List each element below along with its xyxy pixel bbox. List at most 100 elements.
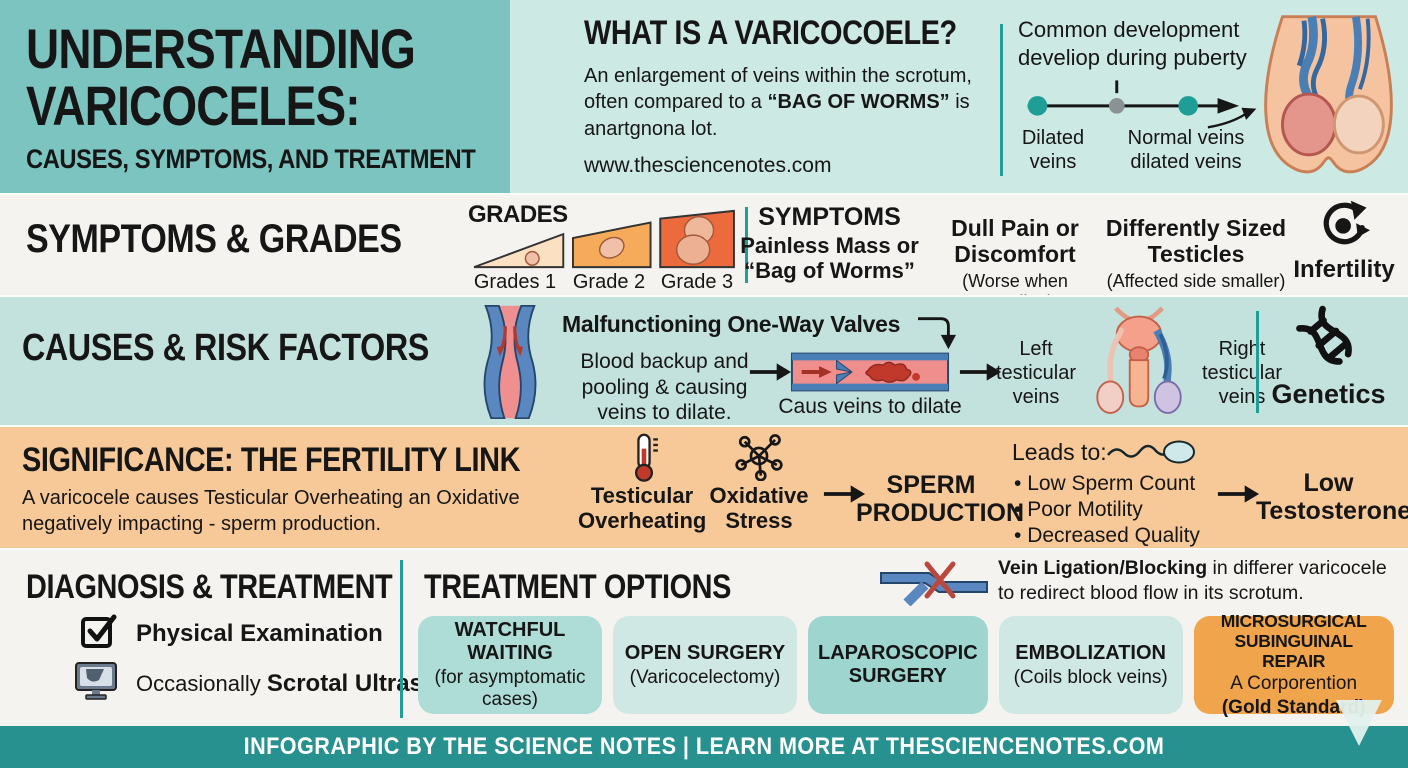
treatment-card-embolization: EMBOLIZATION (Coils block veins) xyxy=(998,616,1183,714)
card-title: WATCHFUL WAITING xyxy=(454,619,566,665)
curved-arrow-icon xyxy=(918,317,956,350)
footer-text: INFOGRAPHIC BY THE SCIENCE NOTES | LEARN… xyxy=(243,733,1165,760)
puberty-timeline xyxy=(1027,80,1240,116)
sperm-production-label: SPERM PRODUCTION xyxy=(856,471,1025,527)
dna-icon xyxy=(1296,305,1352,365)
significance-section: SIGNIFICANCE: THE FERTILITY LINK A varic… xyxy=(0,425,1408,548)
treatment-card-laparoscopic: LAPAROSCOPIC SURGERY xyxy=(808,616,988,714)
significance-description: A varicocele causes Testicular Overheati… xyxy=(22,487,520,535)
thermometer-icon xyxy=(634,433,658,482)
ligation-bold-text: Vein Ligation/Blocking xyxy=(998,557,1208,579)
molecule-icon xyxy=(735,434,783,481)
card-title: MICROSURGICAL SUBINGUINAL REPAIR xyxy=(1220,610,1367,672)
title-block: UNDERSTANDING VARICOCELES: CAUSES, SYMPT… xyxy=(0,0,510,193)
grade-label-1: Grades 1 xyxy=(473,271,557,293)
timeline-label-right: Normal veins dilated veins xyxy=(1127,127,1245,173)
leads-to-title: Leads to: xyxy=(1012,439,1107,465)
arrow-right-icon xyxy=(959,363,1002,381)
arrow-right-icon xyxy=(1217,485,1260,503)
arrow-right-icon xyxy=(749,363,792,381)
footer-bar: INFOGRAPHIC BY THE SCIENCE NOTES | LEARN… xyxy=(0,726,1408,768)
grade-label-2: Grade 2 xyxy=(572,271,646,293)
corner-triangle-decoration xyxy=(1336,700,1382,746)
causes-divider xyxy=(1256,311,1259,413)
what-is-description: An enlargement of veins within the scrot… xyxy=(584,63,1009,142)
diagnosis-heading: DIAGNOSIS & TREATMENT xyxy=(26,568,393,606)
symptom-col-1: SYMPTOMS Painless Mass or “Bag of Worms” xyxy=(737,203,922,284)
checkbox-icon xyxy=(81,614,117,648)
header-divider xyxy=(1000,24,1003,176)
website-url: www.thesciencenotes.com xyxy=(584,154,832,178)
low-testosterone-label: Low Testosterone xyxy=(1256,469,1408,525)
symptom-dull-pain: Dull Pain or Discomfort xyxy=(951,215,1079,268)
leads-item-2: Poor Motility xyxy=(1014,497,1200,523)
right-vein-label: Right testicular veins xyxy=(1201,338,1283,408)
symptoms-heading: SYMPTOMS & GRADES xyxy=(26,217,402,261)
grades-illustration xyxy=(473,209,735,269)
treatment-cards: WATCHFUL WAITING (for asymptomatic cases… xyxy=(418,611,1394,718)
significance-heading: SIGNIFICANCE: THE FERTILITY LINK xyxy=(22,441,521,479)
timeline-label-left: Dilated veins xyxy=(1021,127,1085,173)
symptom-infertility: Infertility xyxy=(1293,256,1395,283)
page-title-line2: VARICOCELES: xyxy=(26,74,361,138)
card-subtitle: (Varicocelectomy) xyxy=(629,666,781,688)
pointer-arrow-icon xyxy=(1207,107,1257,129)
arrow-right-icon xyxy=(823,485,866,503)
desc-text-end: is anartgnona lot. xyxy=(584,91,970,140)
symptoms-section: SYMPTOMS & GRADES GRADES Grades 1 Grade … xyxy=(0,193,1408,312)
page-title-line1: UNDERSTANDING xyxy=(26,17,416,80)
left-vein-label: Left testicular veins xyxy=(995,338,1077,408)
symptom-col-3: Differently Sized Testicles (Affected si… xyxy=(1098,215,1294,292)
what-is-block: WHAT IS A VARICOCOELE? An enlargement of… xyxy=(584,14,1014,178)
grades-title: GRADES xyxy=(468,201,568,228)
treatment-card-open-surgery: OPEN SURGERY (Varicocelectomy) xyxy=(613,616,797,714)
symptom-sized-testicles-note: (Affected side smaller) xyxy=(1106,270,1286,291)
leads-item-1: Low Sperm Count xyxy=(1014,471,1200,497)
symptom-painless-mass: Painless Mass or “Bag of Worms” xyxy=(740,232,919,284)
scrotum-illustration xyxy=(1264,15,1393,174)
vein-valve-diagram xyxy=(790,352,950,392)
card-subtitle: A Corporention xyxy=(1230,673,1358,695)
puberty-caption: Common development develiop during puber… xyxy=(1018,17,1247,70)
valves-title: Malfunctioning One-Way Valves xyxy=(562,311,901,337)
page-subtitle: CAUSES, SYMPTOMS, AND TREATMENT xyxy=(26,144,476,175)
treatment-card-microsurgical: MICROSURGICAL SUBINGUINAL REPAIR A Corpo… xyxy=(1193,611,1394,718)
dilated-vein-icon xyxy=(483,305,537,419)
symptoms-title: SYMPTOMS xyxy=(758,203,901,231)
leads-item-3: Decreased Quality xyxy=(1014,523,1200,549)
card-subtitle: (for asymptomatic cases) xyxy=(434,667,586,710)
ultrasound-monitor-icon xyxy=(75,662,117,700)
causes-heading: CAUSES & RISK FACTORS xyxy=(22,327,429,369)
what-is-heading: WHAT IS A VARICOCOELE? xyxy=(584,14,957,52)
card-subtitle: (Coils block veins) xyxy=(1013,666,1168,688)
treatment-heading: TREATMENT OPTIONS xyxy=(424,568,731,606)
header-section: UNDERSTANDING VARICOCELES: CAUSES, SYMPT… xyxy=(0,0,1408,193)
factor-stress-label: Oxidative Stress xyxy=(709,483,809,534)
card-title: EMBOLIZATION xyxy=(1015,641,1166,664)
genetics-label: Genetics xyxy=(1271,379,1386,409)
vein-caption: Caus veins to dilate xyxy=(778,395,962,418)
card-subtitle-bold: (Gold Standard) xyxy=(1221,697,1366,719)
anatomy-illustration xyxy=(1096,306,1182,414)
symptom-sized-testicles: Differently Sized Testicles xyxy=(1105,215,1287,268)
vein-ligation-icon xyxy=(880,561,988,606)
card-title: LAPAROSCOPIC SURGERY xyxy=(818,642,978,687)
desc-bold-text: “BAG OF WORMS” xyxy=(767,91,950,114)
sperm-icon xyxy=(1107,440,1195,464)
grade-label-3: Grade 3 xyxy=(660,271,734,293)
desc-text: An enlargement of veins within the scrot… xyxy=(584,65,972,114)
ligation-text: Vein Ligation/Blocking in differer varic… xyxy=(998,556,1406,607)
symptoms-divider xyxy=(745,207,748,283)
method-physical-exam: Physical Examination xyxy=(136,620,383,647)
diagnosis-section: DIAGNOSIS & TREATMENT Physical Examinati… xyxy=(0,548,1408,726)
ultrasound-prefix: Occasionally xyxy=(136,671,267,696)
symptom-col-4: Infertility xyxy=(1290,199,1398,284)
treatment-card-watchful-waiting: WATCHFUL WAITING (for asymptomatic cases… xyxy=(418,616,602,714)
ligation-rest-text: in differer varicocele to redirect blood… xyxy=(998,557,1387,605)
card-title: OPEN SURGERY xyxy=(624,641,786,664)
diagnosis-divider xyxy=(400,560,403,718)
infertility-icon xyxy=(1323,200,1370,245)
factor-overheating-label: Testicular Overheating xyxy=(578,483,707,534)
causes-section: CAUSES & RISK FACTORS Malfunctioning One… xyxy=(0,295,1408,425)
